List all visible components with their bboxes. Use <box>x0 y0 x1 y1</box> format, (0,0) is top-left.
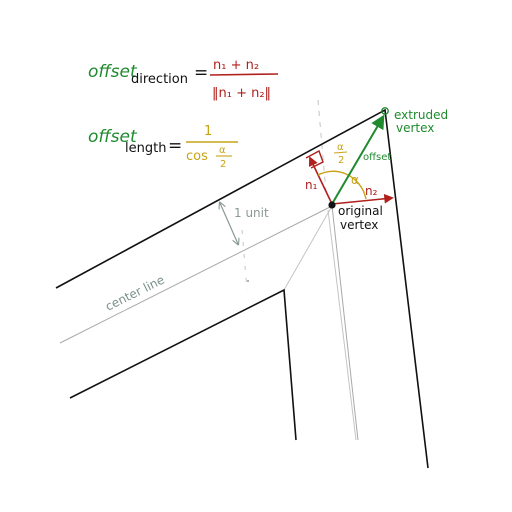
length-two: 2 <box>220 159 226 170</box>
original-vertex-dot <box>328 201 336 209</box>
direction-equals: = <box>194 63 208 83</box>
small-dot <box>247 280 249 282</box>
direction-fraction-bar <box>209 73 279 76</box>
inner-miter-guide <box>283 205 333 291</box>
length-equation: offset length = 1 cos α 2 <box>88 124 238 170</box>
half-alpha-den: 2 <box>338 155 344 166</box>
original-vertex-label-line2: vertex <box>340 218 378 232</box>
extruded-vertex-label-line1: extruded <box>394 108 448 122</box>
extruded-vertex-label-line2: vertex <box>396 121 434 135</box>
extruded-vertex-marker <box>381 107 389 115</box>
n2-arrow <box>331 193 394 205</box>
direction-lhs-word: offset <box>88 62 138 82</box>
unit-label: 1 unit <box>234 206 269 220</box>
half-alpha-arc <box>317 170 347 176</box>
length-lhs-subscript: length <box>125 141 166 156</box>
right-angle-marker <box>305 149 324 169</box>
half-alpha-num: α <box>337 142 344 153</box>
center-line-label: center line <box>103 273 167 314</box>
direction-lhs-subscript: direction <box>131 72 188 87</box>
normal-guide-lower <box>327 209 357 441</box>
original-vertex-label-line1: original <box>338 204 383 218</box>
offset-label: offset <box>363 152 391 163</box>
center-line-down <box>331 205 359 441</box>
vertical-dashed-guide <box>241 229 248 291</box>
direction-numerator: n₁ + n₂ <box>213 58 259 73</box>
n1-arrow <box>308 156 333 205</box>
half-alpha-bar <box>333 151 348 154</box>
outer-stroke-edge <box>55 108 429 469</box>
normal-guide-upper <box>317 99 327 193</box>
direction-equation: offset direction = n₁ + n₂ ‖n₁ + n₂‖ <box>88 58 279 101</box>
n1-label: n₁ <box>305 178 318 192</box>
center-line <box>59 205 333 344</box>
direction-denominator: ‖n₁ + n₂‖ <box>212 86 271 101</box>
unit-measure-arrow <box>220 203 238 244</box>
length-equals: = <box>168 136 182 156</box>
guide-lines <box>241 99 357 441</box>
length-numerator: 1 <box>204 124 212 139</box>
n2-label: n₂ <box>365 184 378 198</box>
length-alpha: α <box>219 145 226 156</box>
alpha-label: α <box>351 173 359 187</box>
inner-stroke-edge <box>69 288 297 441</box>
length-cos: cos <box>186 149 208 164</box>
offset-arrow <box>331 114 385 205</box>
length-lhs-word: offset <box>88 127 138 147</box>
